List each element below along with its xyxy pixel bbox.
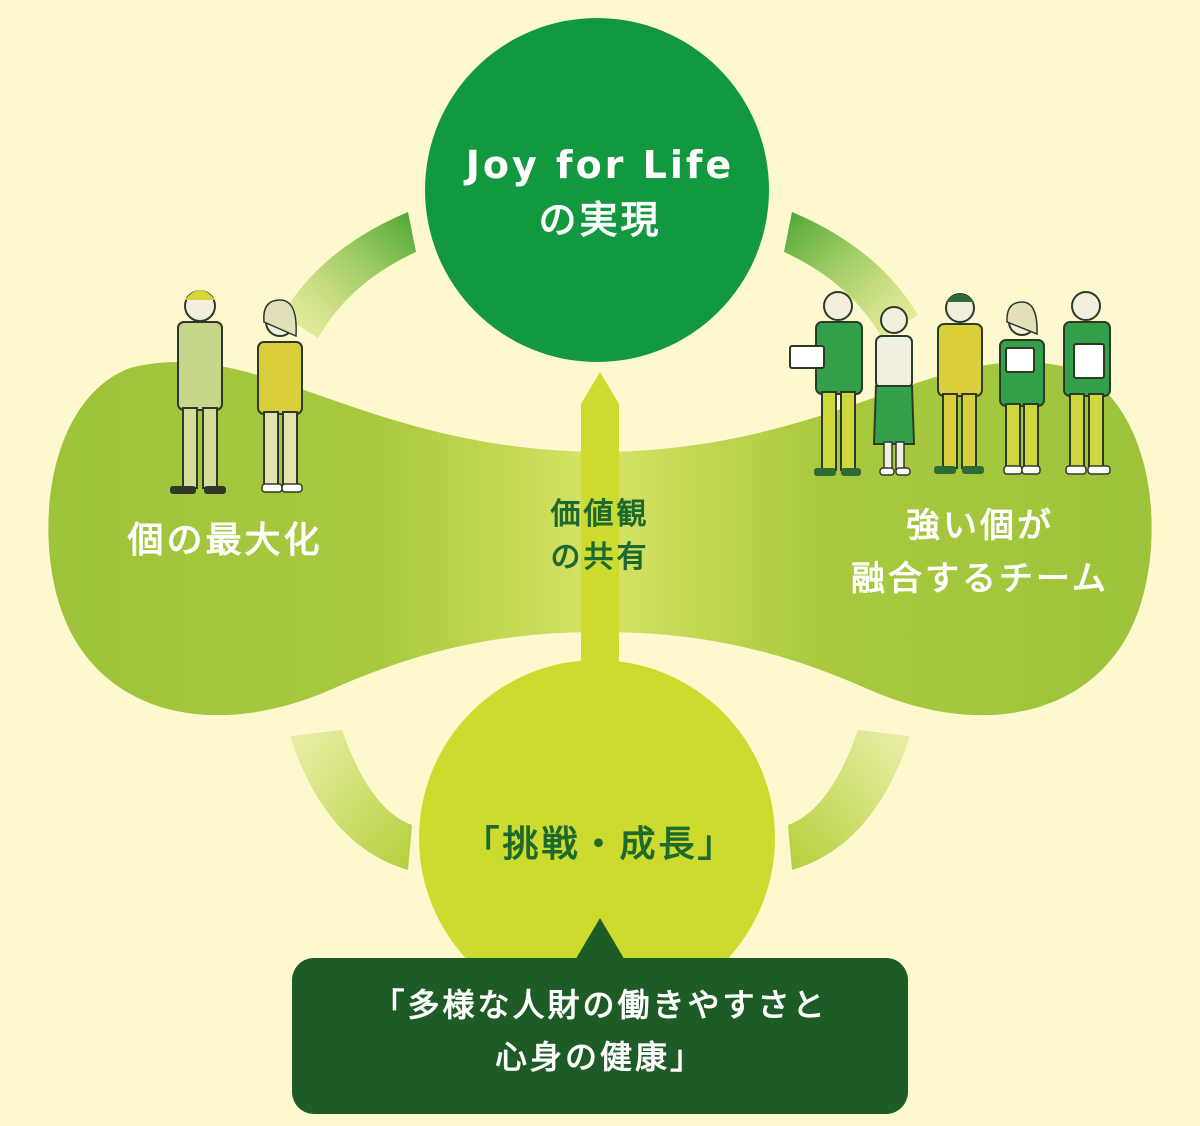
foundation-box <box>292 958 908 1114</box>
team-member-2 <box>872 306 916 476</box>
arc-bottom-right <box>788 730 910 870</box>
team-member-1 <box>789 291 863 476</box>
team-title: 強い個が融合するチーム <box>851 506 1109 599</box>
person-woman <box>257 299 303 493</box>
challenge-circle <box>419 660 775 1016</box>
arc-bottom-left <box>290 730 412 870</box>
person-man <box>170 290 226 494</box>
goal-circle <box>425 18 769 362</box>
team-member-3 <box>934 293 984 474</box>
challenge-title: 「挑戦・成長」 <box>463 824 737 865</box>
foundation-title: 「多様な人財の働きやすさと心身の健康」 <box>372 986 828 1076</box>
foundation-pointer <box>574 918 626 962</box>
team-of-five-illustration <box>789 291 1111 476</box>
individual-title: 個の最大化 <box>127 520 323 561</box>
values-title: 価値観の共有 <box>550 497 650 575</box>
person-pair-illustration <box>170 290 303 494</box>
team-member-4 <box>999 301 1045 475</box>
team-member-5 <box>1063 291 1111 475</box>
arc-top-right <box>784 212 918 338</box>
arc-top-left <box>282 212 416 338</box>
up-arrow-icon <box>581 372 619 668</box>
